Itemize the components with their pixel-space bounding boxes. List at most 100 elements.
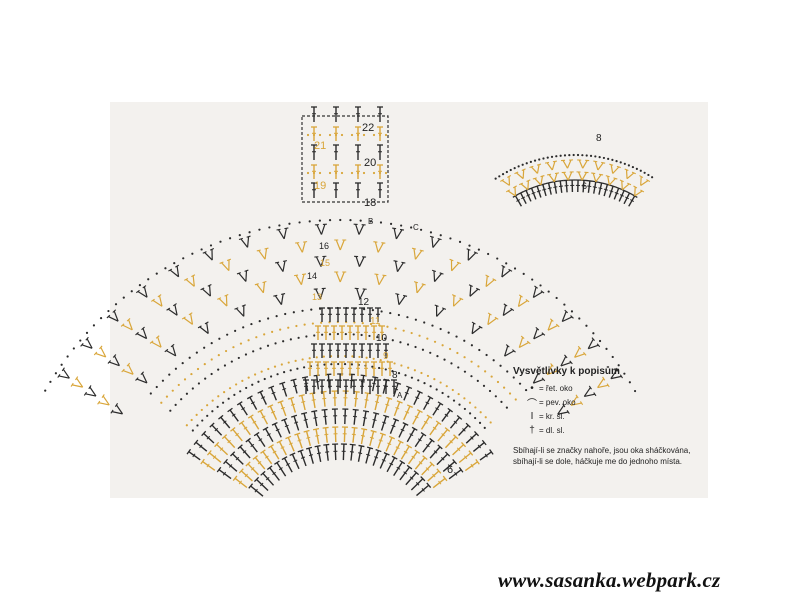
double-crochet-stitch xyxy=(334,409,337,425)
chain-stitch xyxy=(164,267,167,270)
chain-stitch xyxy=(633,389,637,393)
v-stitch-right xyxy=(315,288,322,299)
v-stitch-bar xyxy=(282,260,288,262)
chain-stitch xyxy=(463,397,466,400)
double-crochet-stitch xyxy=(325,444,329,461)
double-crochet-stitch xyxy=(315,375,320,390)
double-crochet-stitch xyxy=(452,444,465,456)
chain-stitch xyxy=(463,339,466,342)
v-stitch-bar xyxy=(544,161,550,164)
double-crochet-stitch xyxy=(247,439,258,453)
stitch-cross xyxy=(222,471,227,476)
chain-stitch xyxy=(487,252,490,256)
stitch-cross xyxy=(313,417,318,419)
v-stitch-left xyxy=(434,273,443,283)
stitch-top-bar xyxy=(456,415,463,420)
chain-stitch xyxy=(251,383,254,386)
chain-stitch xyxy=(217,395,220,398)
stitch-top-bar xyxy=(312,427,320,431)
chain-stitch xyxy=(239,390,242,393)
double-crochet-stitch xyxy=(403,387,410,401)
v-stitch-right xyxy=(610,164,614,174)
chain-stitch xyxy=(204,377,207,380)
chain-stitch xyxy=(463,370,467,373)
stitch-cross xyxy=(372,382,377,385)
double-crochet-stitch xyxy=(188,451,201,461)
chain-stitch xyxy=(361,321,364,325)
v-stitch-right xyxy=(122,324,133,331)
v-stitch-left xyxy=(487,317,497,326)
double-crochet-stitch xyxy=(422,397,432,411)
double-crochet-stitch xyxy=(239,446,251,459)
v-stitch-left xyxy=(536,164,540,174)
stitch-top-bar xyxy=(238,420,245,425)
v-stitch-right xyxy=(274,295,282,305)
watermark-url[interactable]: www.sasanka.webpark.cz xyxy=(498,568,721,592)
double-crochet-stitch xyxy=(427,470,440,482)
chain-stitch xyxy=(155,385,158,389)
stitch-top-bar xyxy=(227,407,233,413)
stitch-cross xyxy=(250,443,255,448)
v-stitch-left xyxy=(100,347,107,358)
v-stitch-left xyxy=(396,262,404,273)
stitch-top-bar xyxy=(429,437,435,443)
v-stitch-left xyxy=(626,172,635,180)
stitch-cross xyxy=(241,407,246,411)
stitch-top-bar xyxy=(411,426,418,431)
stitch-top-bar xyxy=(285,435,292,440)
v-stitch-bar xyxy=(549,318,554,322)
stitch-cross xyxy=(199,444,203,449)
chain-stitch xyxy=(452,399,456,402)
v-stitch-bar xyxy=(473,251,478,254)
legend-label-chain: = řet. oko xyxy=(539,383,573,393)
chain-stitch xyxy=(431,324,434,327)
double-crochet-stitch xyxy=(436,453,449,466)
double-crochet-stitch xyxy=(301,395,306,411)
chain-stitch xyxy=(457,392,460,396)
stitch-cross xyxy=(470,436,474,440)
v-stitch-bar xyxy=(106,314,111,319)
chain-stitch xyxy=(410,331,413,335)
v-stitch-left xyxy=(283,228,287,239)
v-stitch-bar xyxy=(88,385,92,390)
v-stitch-bar xyxy=(615,367,619,372)
v-stitch-bar xyxy=(395,293,400,296)
stitch-cross xyxy=(592,186,597,188)
double-crochet-stitch xyxy=(369,431,375,447)
v-stitch-right xyxy=(560,356,567,367)
chain-stitch xyxy=(351,355,354,358)
double-crochet-stitch xyxy=(559,180,563,193)
chain-stitch xyxy=(458,240,462,243)
v-stitch-bar xyxy=(149,340,154,344)
v-stitch-left xyxy=(339,239,345,251)
v-stitch-bar xyxy=(155,335,160,339)
chain-stitch xyxy=(589,154,593,157)
double-crochet-stitch xyxy=(386,457,396,473)
v-stitch-bar xyxy=(639,175,644,179)
v-stitch-bar xyxy=(485,274,490,278)
v-stitch-bar xyxy=(535,326,540,331)
stitch-cross xyxy=(272,471,276,476)
chain-stitch xyxy=(216,405,219,408)
chain-stitch xyxy=(513,267,517,270)
double-crochet-stitch xyxy=(422,439,433,453)
v-stitch-right xyxy=(316,224,323,235)
chain-stitch xyxy=(463,407,466,411)
v-stitch-left xyxy=(339,271,345,283)
v-stitch-right xyxy=(485,275,488,287)
chain-stitch xyxy=(522,272,525,275)
stitch-cross xyxy=(598,187,603,190)
stitch-cross xyxy=(425,467,430,471)
chain-stitch xyxy=(380,310,383,313)
chain-stitch xyxy=(200,408,203,412)
stitch-top-bar xyxy=(427,395,434,400)
v-stitch-bar xyxy=(579,401,584,406)
chain-stitch xyxy=(296,367,299,370)
double-crochet-stitch xyxy=(292,379,298,394)
stitch-cross xyxy=(526,194,531,197)
stitch-top-bar xyxy=(305,446,313,450)
v-stitch-left xyxy=(172,345,177,357)
double-crochet-stitch xyxy=(342,444,345,461)
stitch-cross xyxy=(244,473,249,478)
v-stitch-right xyxy=(183,317,193,325)
